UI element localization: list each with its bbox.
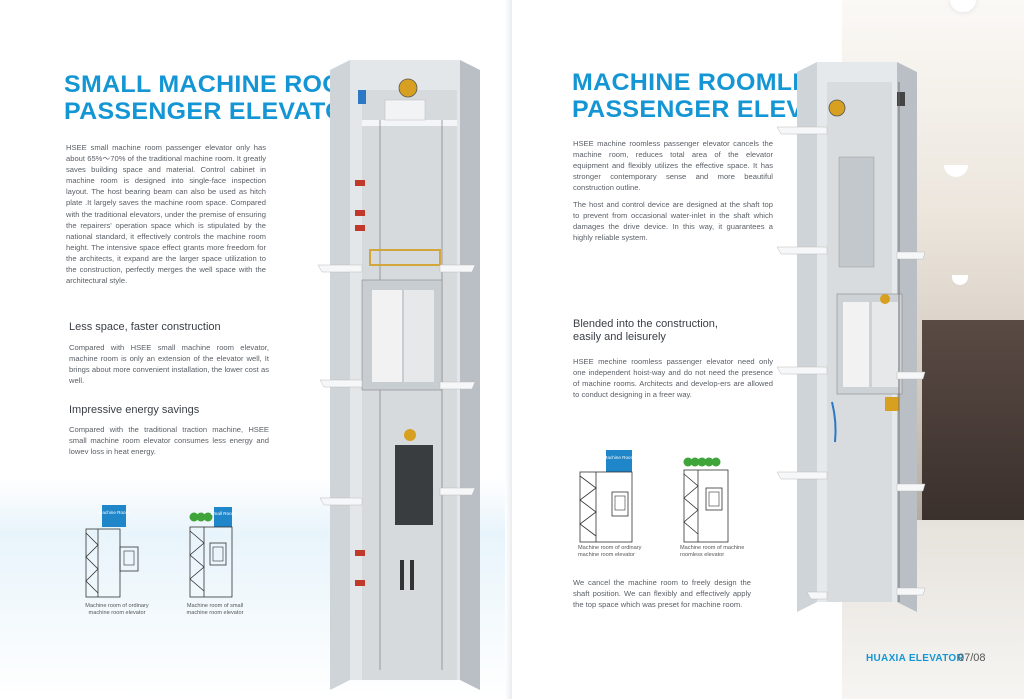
right-page: MACHINE ROOMLESS PASSENGER ELEVATOR HSEE… bbox=[512, 0, 1024, 699]
right-subheading-text: HSEE mechine roomless passenger elevator… bbox=[573, 357, 773, 400]
right-diagram2-caption: Machine room of machine roomless elevato… bbox=[680, 545, 745, 558]
tree-icon bbox=[690, 457, 700, 467]
ceiling-lamp bbox=[952, 275, 968, 285]
left-title: SMALL MACHINE ROOM PASSENGER ELEVATOR bbox=[64, 71, 363, 125]
small-machine-room-illustration: Small Room bbox=[189, 507, 236, 598]
machine-room-box bbox=[606, 450, 632, 472]
footer-brand: HUAXIA ELEVATOR bbox=[866, 653, 965, 664]
left-page: SMALL MACHINE ROOM PASSENGER ELEVATOR HS… bbox=[0, 60, 512, 699]
right-subheading-line2: easily and leisurely bbox=[573, 331, 666, 343]
traction-machine-icon bbox=[398, 78, 418, 98]
left-subheading-space-text: Compared with HSEE small machine room el… bbox=[69, 343, 269, 386]
ordinary-machine-room-illustration: Machine Room bbox=[85, 505, 139, 598]
page-number: 07/08 bbox=[958, 652, 986, 664]
tree-icon bbox=[711, 457, 721, 467]
left-subheading-space: Less space, faster construction bbox=[69, 321, 221, 333]
left-diagram2-caption: Machine room of small machine room eleva… bbox=[186, 603, 244, 616]
tree-icon bbox=[203, 512, 213, 522]
small-machine-room-shaft-illustration bbox=[317, 60, 480, 690]
traction-machine-icon bbox=[828, 99, 846, 117]
tree-icon bbox=[189, 512, 199, 522]
machine-room-label: Machine Room bbox=[604, 455, 635, 460]
machine-room-label: Machine Room bbox=[99, 510, 130, 515]
small-room-label: Small Room bbox=[210, 511, 235, 516]
small-room-box bbox=[214, 507, 232, 527]
machine-roomless-shaft-illustration bbox=[777, 62, 926, 612]
left-title-line1: SMALL MACHINE ROOM bbox=[64, 71, 364, 98]
ceiling-lamp bbox=[950, 0, 976, 12]
machine-room-box bbox=[102, 505, 126, 527]
right-subheading-line1: Blended into the construction, bbox=[573, 318, 718, 330]
left-body-text: HSEE small machine room passenger elevat… bbox=[66, 143, 266, 286]
counterweight bbox=[395, 445, 433, 525]
right-subheading: Blended into the construction, easily an… bbox=[573, 318, 718, 344]
right-body-text1: HSEE machine roomless passenger elevator… bbox=[573, 139, 773, 193]
right-diagram-roomless bbox=[680, 448, 740, 543]
tree-icon bbox=[196, 512, 206, 522]
tree-icon bbox=[704, 457, 714, 467]
left-title-line2: PASSENGER ELEVATOR bbox=[64, 98, 364, 125]
right-bottom-text: We cancel the machine room to freely des… bbox=[573, 578, 751, 610]
wall-panel bbox=[922, 320, 1024, 520]
ceiling-lamp bbox=[944, 165, 968, 177]
tree-icon bbox=[697, 457, 707, 467]
right-diagram-ordinary: Machine Room bbox=[578, 448, 638, 543]
roomless-machine-room-illustration bbox=[683, 457, 729, 543]
right-body-text2: The host and control device are designed… bbox=[573, 200, 773, 243]
left-subheading-energy-text: Compared with the traditional traction m… bbox=[69, 425, 269, 457]
tree-icon bbox=[683, 457, 693, 467]
left-diagram-small: Small Room bbox=[188, 503, 248, 598]
ordinary-machine-room-illustration: Machine Room bbox=[579, 450, 635, 543]
left-diagram1-caption: Machine room of ordinary machine room el… bbox=[85, 603, 149, 616]
left-subheading-energy: Impressive energy savings bbox=[69, 404, 200, 416]
left-diagram-ordinary: Machine Room bbox=[82, 503, 142, 598]
right-diagram1-caption: Machine room of ordinary machine room el… bbox=[578, 545, 642, 558]
